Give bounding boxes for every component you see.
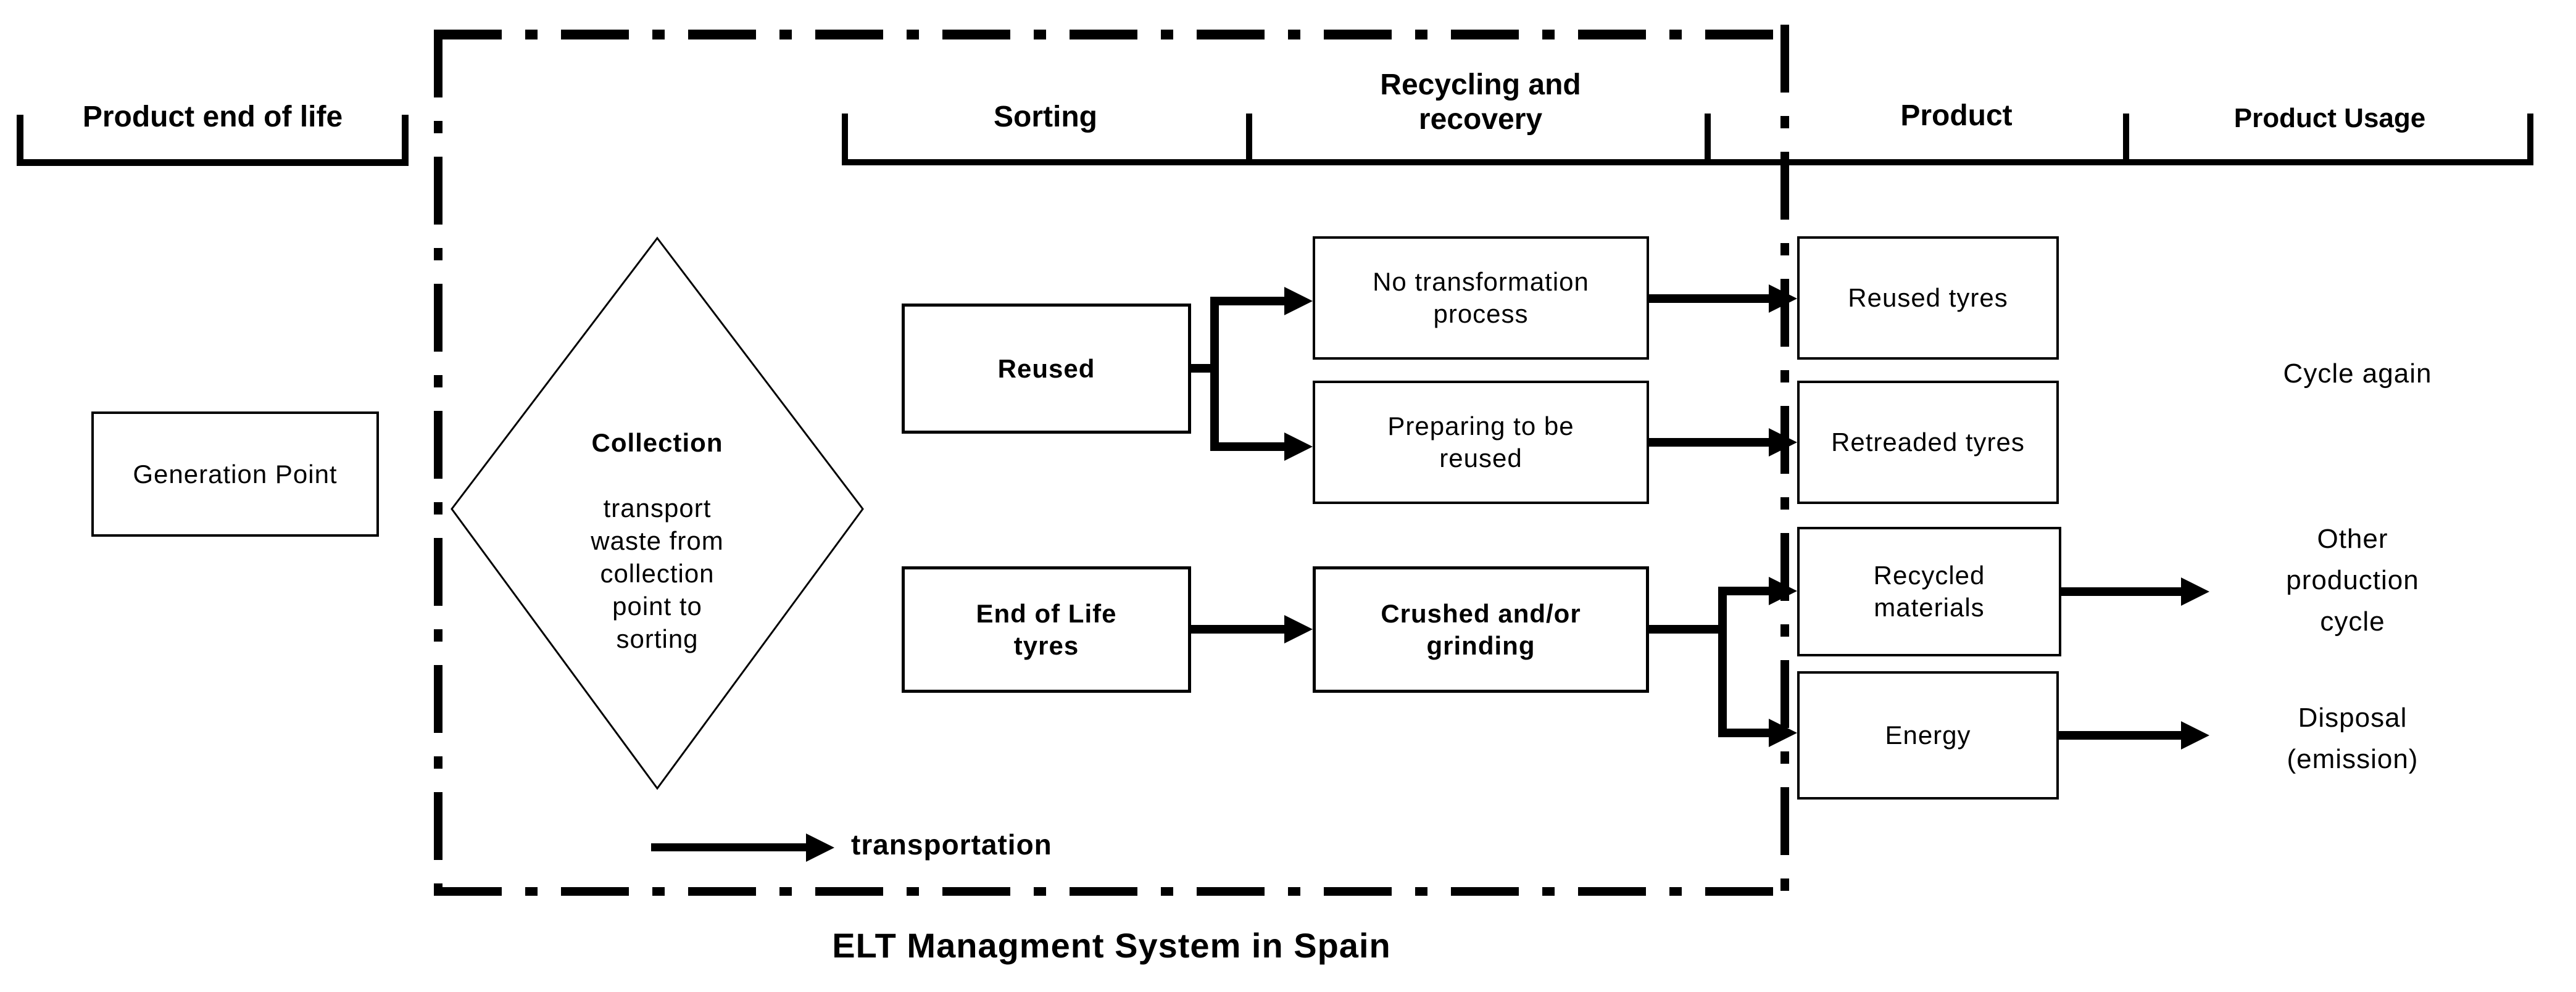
bracket-tick: [2527, 114, 2533, 165]
bracket-product-end-of-life: [17, 159, 409, 166]
generation-point-label: Generation Point: [133, 459, 338, 489]
header-recycling-and-recovery: Recycling and recovery: [1380, 68, 1581, 136]
no-transformation-box: No transformation process: [1313, 236, 1649, 360]
reused-tyres-label: Reused tyres: [1848, 283, 2008, 312]
system-boundary-right: [1780, 25, 1789, 901]
system-boundary-bottom: [434, 887, 1789, 896]
arrowhead-icon: [2181, 721, 2209, 750]
no-transformation-label: No transformation process: [1373, 267, 1589, 328]
header-sorting: Sorting: [994, 101, 1097, 133]
recycled-materials-box: Recycled materials: [1797, 527, 2061, 656]
end-of-life-tyres-label: End of Life tyres: [976, 598, 1117, 660]
preparing-to-be-reused-label: Preparing to be reused: [1387, 411, 1574, 473]
header-product-end-of-life: Product end of life: [82, 101, 343, 133]
system-boundary-left: [434, 30, 442, 896]
reused-box: Reused: [902, 304, 1191, 434]
end-of-life-tyres-box: End of Life tyres: [902, 566, 1191, 693]
retreaded-tyres-box: Retreaded tyres: [1797, 381, 2059, 504]
bracket-tick: [842, 114, 848, 165]
other-production-cycle-label: Other production cycle: [2286, 524, 2419, 637]
bracket-tick: [2123, 114, 2129, 165]
collection-diamond-shape: [451, 236, 864, 790]
recycled-materials-label: Recycled materials: [1873, 561, 1985, 622]
legend-transportation-label: transportation: [851, 829, 1052, 861]
header-product: Product: [1900, 99, 2013, 132]
reused-label: Reused: [997, 353, 1095, 383]
retreaded-tyres-label: Retreaded tyres: [1831, 428, 2025, 457]
arrowhead-icon: [1769, 284, 1797, 313]
header-product-usage: Product Usage: [2233, 103, 2426, 133]
arrowhead-icon: [1284, 287, 1313, 315]
bracket-main-phases: [842, 159, 2533, 165]
diagram-title: ELT Managment System in Spain: [832, 926, 1391, 965]
generation-point-box: Generation Point: [91, 411, 379, 537]
collection-diamond-label: Collection transport waste from collecti…: [534, 394, 781, 655]
energy-label: Energy: [1885, 721, 1971, 750]
arrowhead-icon: [1769, 719, 1797, 747]
arrowhead-icon: [806, 833, 834, 862]
cycle-again-label: Cycle again: [2283, 358, 2432, 389]
disposal-emission-label: Disposal (emission): [2287, 703, 2419, 774]
arrowhead-icon: [1284, 432, 1313, 461]
bracket-tick: [1705, 114, 1711, 165]
bracket-tick: [1246, 114, 1252, 165]
crushed-grinding-box: Crushed and/or grinding: [1313, 566, 1649, 693]
reused-tyres-box: Reused tyres: [1797, 236, 2059, 360]
arrowhead-icon: [1769, 577, 1797, 605]
arrowhead-icon: [1284, 615, 1313, 643]
crushed-grinding-label: Crushed and/or grinding: [1381, 598, 1581, 660]
arrowhead-icon: [1769, 428, 1797, 457]
bracket-tick: [17, 115, 23, 166]
system-boundary-top: [434, 30, 1789, 39]
arrowhead-icon: [2181, 577, 2209, 606]
energy-box: Energy: [1797, 671, 2059, 800]
preparing-to-be-reused-box: Preparing to be reused: [1313, 381, 1649, 504]
collection-body: transport waste from collection point to…: [591, 494, 724, 653]
collection-title: Collection: [591, 428, 723, 457]
bracket-tick: [402, 115, 409, 166]
